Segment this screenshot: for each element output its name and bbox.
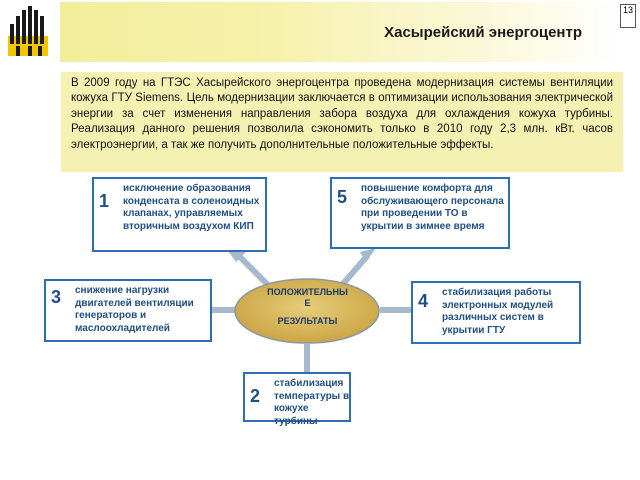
result-box-5: 5 повышение комфорта для обслуживающего … [330,177,510,249]
center-label: ПОЛОЖИТЕЛЬНЫ Е РЕЗУЛЬТАТЫ [267,287,348,326]
intro-text: В 2009 году на ГТЭС Хасырейского энергоц… [61,72,623,172]
result-text: исключение образования конденсата в соле… [123,183,260,232]
result-text: стабилизация температуры в кожухе турбин… [274,378,350,427]
header-bar: Хасырейский энергоцентр [60,2,618,62]
result-box-3: 3 снижение нагрузки двигателей вентиляци… [44,279,212,342]
result-box-4: 4 стабилизация работы электронных модуле… [411,281,581,344]
result-box-2: 2 стабилизация температуры в кожухе турб… [243,372,351,427]
result-number: 3 [51,287,62,307]
result-text: снижение нагрузки двигателей вентиляции … [75,285,194,334]
page-title: Хасырейский энергоцентр [384,24,582,41]
page-number: 13 [620,4,636,28]
result-number: 2 [250,386,261,406]
rosneft-logo-icon [8,6,48,56]
result-number: 5 [337,187,348,207]
connector-5 [339,253,371,287]
result-box-1: 1 исключение образования конденсата в со… [92,177,267,252]
result-number: 1 [99,191,110,211]
result-text: повышение комфорта для обслуживающего пе… [361,183,504,232]
connector-1 [235,252,271,288]
result-number: 4 [418,291,429,311]
center-ellipse [234,278,380,344]
result-text: стабилизация работы электронных модулей … [442,287,554,336]
